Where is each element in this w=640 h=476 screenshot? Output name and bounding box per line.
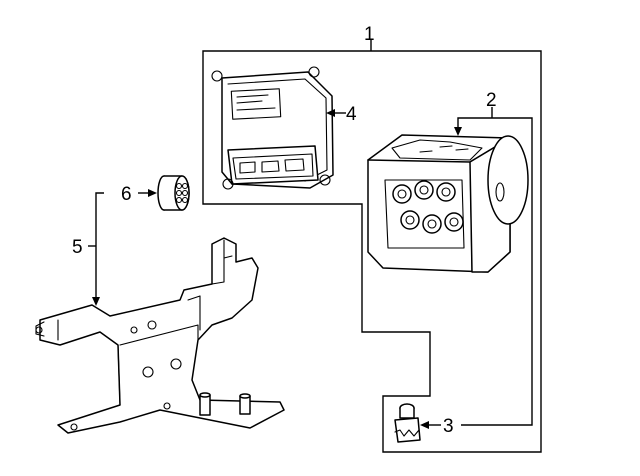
callout-2-leader (457, 117, 533, 426)
assembly-outline (202, 50, 542, 453)
callout-3-label: 3 (443, 416, 454, 437)
callout-6-label: 6 (121, 184, 132, 205)
callout-2-label: 2 (486, 90, 497, 111)
callout-4-arrow (326, 109, 335, 117)
connector-drawing (394, 403, 421, 443)
control-module-drawing (211, 66, 334, 190)
callout-3-arrow (420, 421, 429, 429)
bracket-drawing (35, 237, 285, 434)
callout-4-label: 4 (346, 104, 357, 125)
callout-6-arrow (148, 189, 157, 197)
callout-5-leader (95, 192, 104, 300)
callout-1-label: 1 (364, 24, 375, 45)
callout-2-arrow (454, 127, 462, 136)
grommet-drawing (157, 175, 190, 211)
modulator-drawing (367, 134, 529, 273)
callout-5-arrow (92, 297, 100, 306)
callout-5-label: 5 (72, 237, 83, 258)
